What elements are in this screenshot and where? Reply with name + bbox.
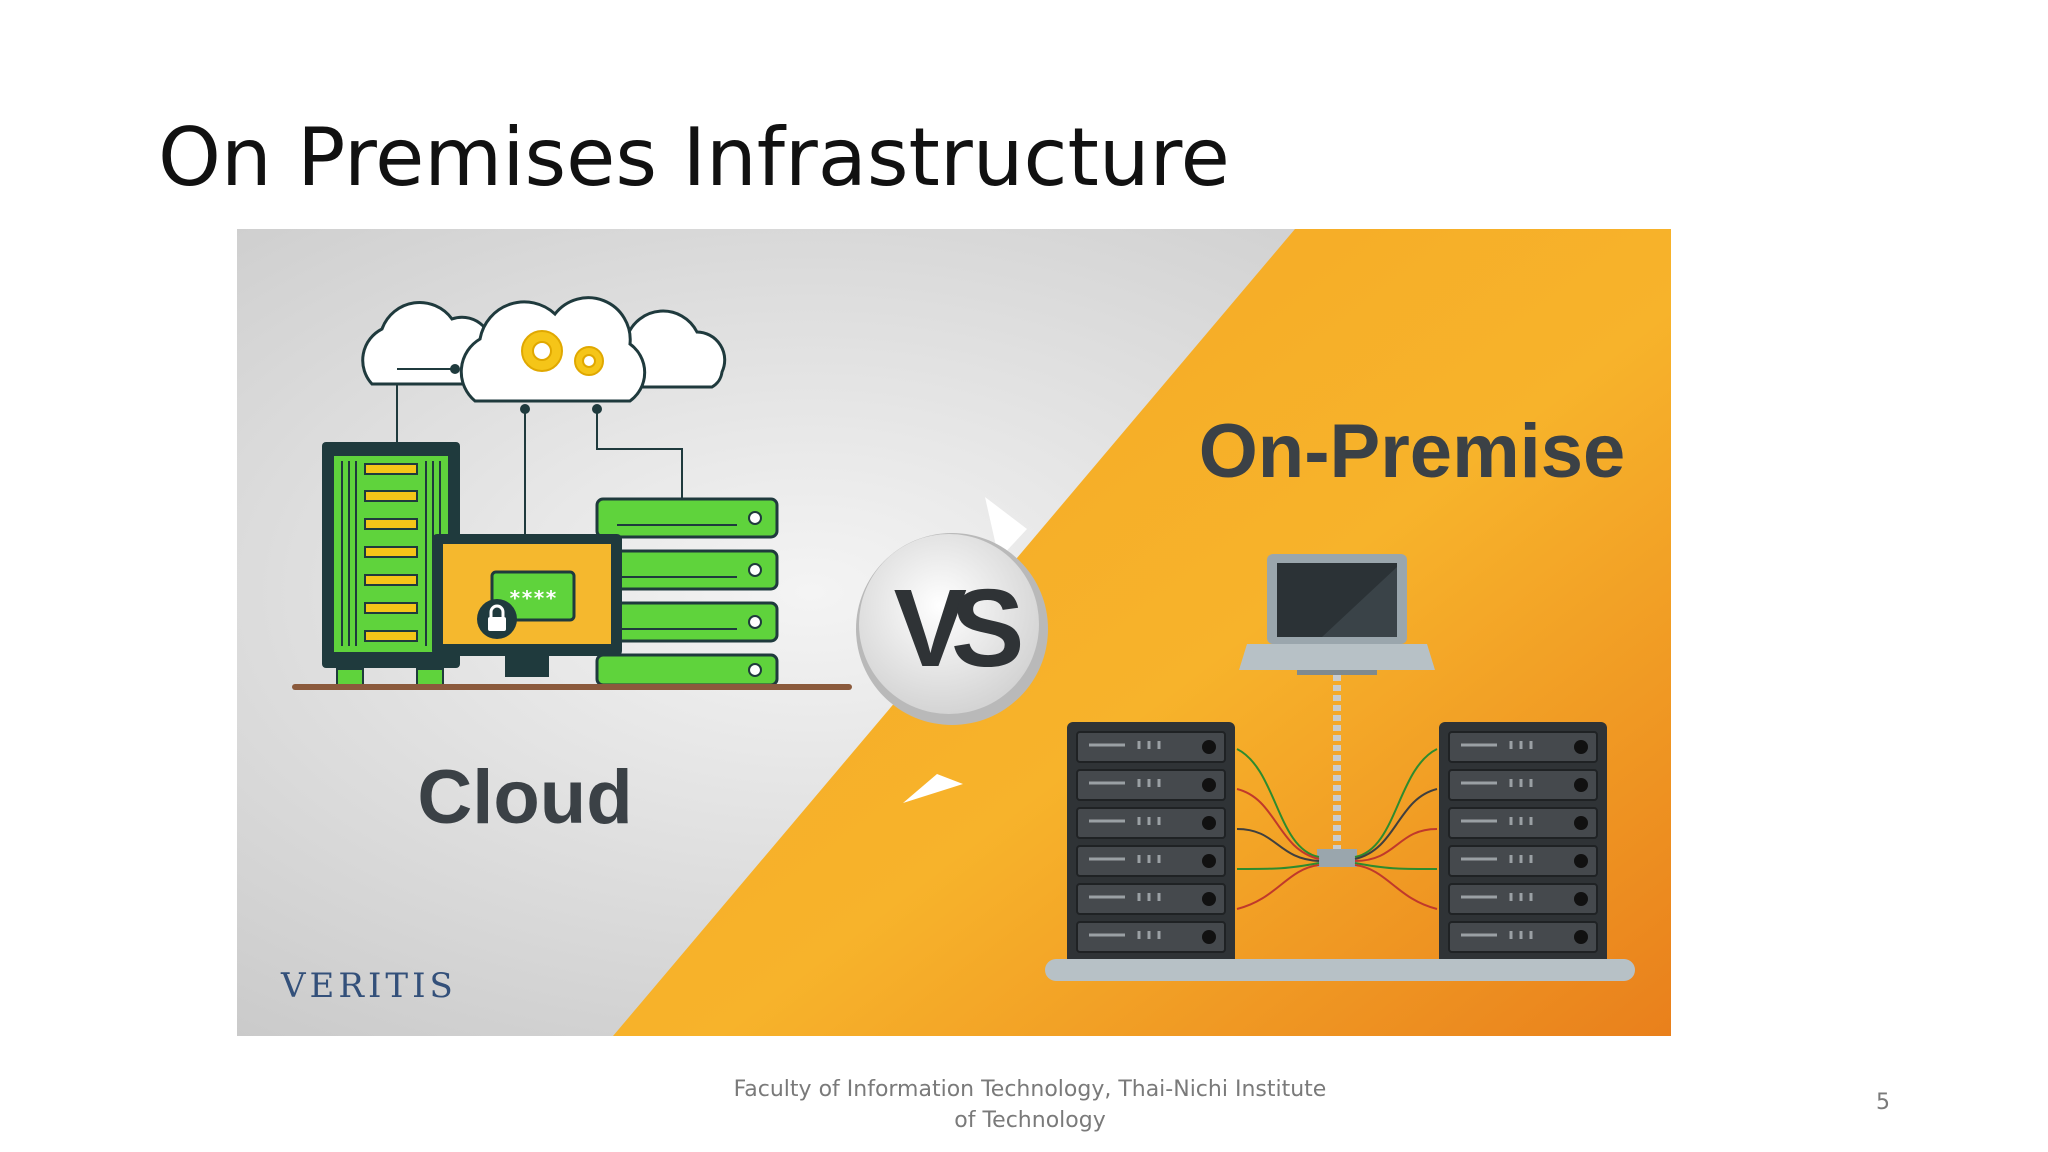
server-stack-icon: [595, 497, 779, 687]
vs-label: VS: [894, 567, 1021, 690]
slide-title: On Premises Infrastructure: [158, 111, 1230, 204]
brand-logo-text: VERITIS: [280, 966, 457, 1006]
monitor-icon: ****: [432, 534, 622, 677]
vs-badge: VS: [856, 497, 1048, 803]
server-rack-left: [1067, 722, 1235, 970]
network-switch-icon: [1317, 675, 1357, 867]
lock-icon: [477, 599, 517, 639]
cloud-vs-on-premise-illustration: **** Cloud VERITIS VS On-Premise: [237, 229, 1671, 1036]
laptop-icon: [1239, 554, 1435, 675]
page-number: 5: [1876, 1090, 1890, 1115]
cloud-group: ****: [292, 296, 852, 690]
on-premise-label: On-Premise: [1199, 409, 1626, 494]
password-mask-text: ****: [509, 586, 557, 610]
server-rack-right: [1439, 722, 1607, 970]
cloud-label: Cloud: [417, 755, 632, 840]
server-rack-icon: [322, 442, 460, 686]
gear-icon: [521, 330, 604, 376]
veritis-logo: VERITIS: [280, 966, 457, 1006]
slide-footer: Faculty of Information Technology, Thai-…: [733, 1077, 1327, 1133]
orange-background: [613, 229, 1671, 1036]
